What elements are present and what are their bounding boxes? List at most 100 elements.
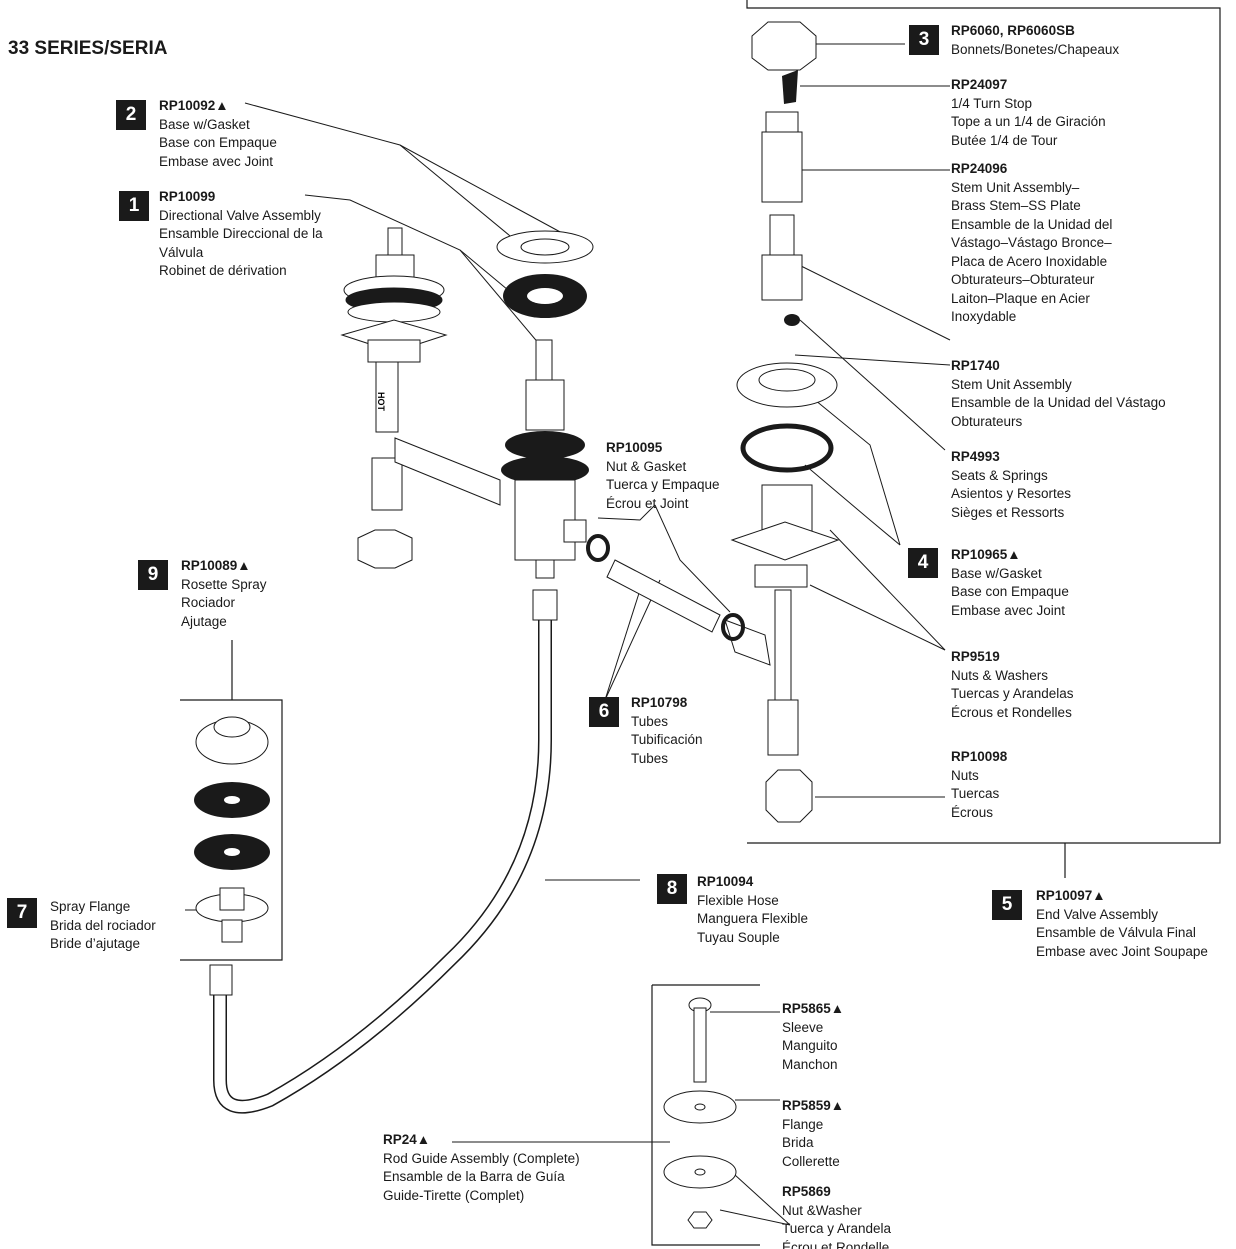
leader-rp5869	[719, 1174, 791, 1226]
callout-label-3: RP6060, RP6060SB Bonnets/Bonetes/Chapeaux	[951, 22, 1119, 59]
part-description-line: Ensamble de la Barra de Guía	[383, 1169, 565, 1184]
right-valve	[724, 21, 840, 823]
part-description-line: Embase avec Joint	[951, 602, 1066, 618]
leader-rp9519-a	[829, 529, 946, 651]
callout-badge-4: 4	[908, 548, 938, 578]
part-label: RP24▲Rod Guide Assembly (Complete)Ensamb…	[383, 1131, 580, 1205]
part-description-line: Flange	[782, 1116, 824, 1132]
part-description-line: Écrous	[951, 804, 994, 820]
part-number: RP10098	[951, 749, 1008, 764]
part-number: RP10097▲	[1036, 888, 1106, 903]
callout-badge-6: 6	[589, 697, 619, 727]
rod-guide-parts	[663, 997, 737, 1229]
part-description-line: Manguera Flexible	[697, 911, 809, 926]
part-number: RP9519	[951, 649, 1000, 664]
leader-rp10095-b	[654, 504, 731, 613]
part-description-line: Placa de Acero Inoxidable	[951, 253, 1108, 269]
part-description-line: Guide-Tirette (Complet)	[383, 1187, 525, 1203]
part-description-line: Écrou et Rondelle	[782, 1239, 890, 1249]
part-description-line: Tubificación	[631, 732, 703, 747]
part-description-line: Sleeve	[782, 1019, 824, 1035]
part-description-line: Robinet de dérivation	[159, 263, 287, 278]
leader-rp10095-a	[597, 504, 656, 521]
part-number: RP5869	[782, 1184, 831, 1199]
part-description-line: Tope a un 1/4 de Giración	[951, 114, 1106, 129]
part-number: RP1740	[951, 358, 1000, 373]
part-description-line: Tubes	[631, 713, 669, 729]
part-description-line: Bride d’ajutage	[50, 936, 141, 951]
part-description-line: Ensamble de la Unidad del Vástago	[951, 395, 1166, 410]
leader-lines	[185, 43, 951, 1226]
part-description-line: Tuerca y Arandela	[782, 1221, 892, 1236]
part-description-line: Nut &Washer	[782, 1202, 862, 1218]
callout-badge-3: 3	[909, 25, 939, 55]
part-description-line: Base w/Gasket	[951, 565, 1042, 581]
part-description-line: Ajutage	[181, 613, 227, 629]
part-description-line: Tubes	[631, 750, 669, 766]
part-description-line: Asientos y Resortes	[951, 486, 1072, 501]
part-number: RP6060, RP6060SB	[951, 23, 1075, 38]
part-description-line: Tuercas y Arandelas	[951, 686, 1074, 701]
part-description-line: Tuercas	[951, 786, 1000, 801]
part-description-line: Base con Empaque	[951, 584, 1069, 599]
leader-1-b	[459, 249, 541, 346]
part-description-line: Válvula	[159, 244, 204, 260]
part-description-line: Nuts & Washers	[951, 667, 1049, 683]
part-description-line: Rosette Spray	[181, 576, 267, 592]
hot-marking: HOT	[376, 392, 386, 412]
part-description-line: Brida	[782, 1135, 814, 1150]
callout-badge-1: 1	[119, 191, 149, 221]
part-description-line: Brass Stem–SS Plate	[951, 198, 1081, 213]
part-number: RP24096	[951, 161, 1008, 176]
tube-and-gaskets	[586, 534, 745, 641]
part-number: RP10094	[697, 874, 754, 889]
callout-badge-5: 5	[992, 890, 1022, 920]
part-description-line: Nut & Gasket	[606, 458, 687, 474]
leader-4-a	[814, 399, 901, 546]
part-description-line: Obturateurs	[951, 413, 1023, 429]
part-number: RP10798	[631, 695, 688, 710]
part-description-line: Laiton–Plaque en Acier	[951, 290, 1090, 306]
part-description-line: Manchon	[782, 1056, 838, 1072]
flexible-hose	[209, 589, 558, 1114]
part-description-line: Flexible Hose	[697, 892, 779, 908]
callout-badge-9: 9	[138, 560, 168, 590]
part-description-line: Ensamble Direccional de la	[159, 226, 323, 241]
part-description-line: Vástago–Vástago Bronce–	[951, 235, 1112, 250]
spray-box	[180, 640, 283, 961]
part-description-line: Tuyau Souple	[697, 929, 780, 945]
part-number: RP10095	[606, 440, 663, 455]
part-description-line: Inoxydable	[951, 309, 1017, 324]
part-description-line: Spray Flange	[50, 899, 131, 914]
part-description-line: Stem Unit Assembly–	[951, 179, 1080, 195]
part-description-line: Bonnets/Bonetes/Chapeaux	[951, 41, 1120, 57]
part-description-line: Embase avec Joint Soupape	[1036, 943, 1208, 959]
part-description-line: Stem Unit Assembly	[951, 376, 1072, 392]
leader-1-a	[304, 194, 509, 291]
leader-4-b	[804, 464, 901, 546]
part-description-line: Directional Valve Assembly	[159, 207, 321, 223]
part-number: RP4993	[951, 449, 1000, 464]
leader-rp24096-b	[792, 261, 951, 341]
part-number: RP10099	[159, 189, 216, 204]
part-description-line: Seats & Springs	[951, 467, 1048, 483]
callout-badge-8: 8	[657, 874, 687, 904]
part-number: RP5865▲	[782, 1001, 845, 1016]
part-number: RP10965▲	[951, 547, 1021, 562]
callout-badge-7: 7	[7, 898, 37, 928]
part-description-line: Ensamble de Válvula Final	[1036, 925, 1196, 940]
part-number: RP10089▲	[181, 558, 251, 573]
leader-6-b	[604, 589, 641, 701]
part-number: RP5859▲	[782, 1098, 845, 1113]
